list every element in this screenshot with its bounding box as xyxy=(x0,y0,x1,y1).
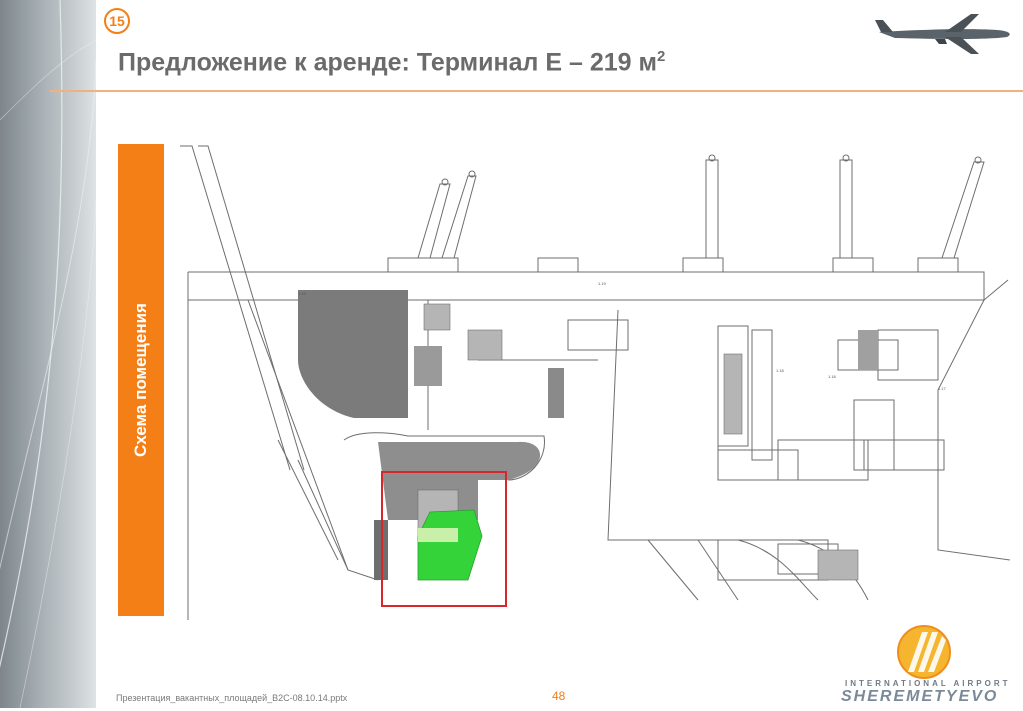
title-text: Предложение к аренде: Терминал Е – 219 м xyxy=(118,48,657,77)
title-superscript: 2 xyxy=(657,48,666,65)
svg-text:1.17: 1.17 xyxy=(938,386,947,391)
page-number: 48 xyxy=(552,689,566,703)
terminal-floor-plan: 1.19 1.19 1.18 1.18 1.17 xyxy=(178,140,1011,625)
section-label: Схема помещения xyxy=(131,303,150,457)
svg-text:1.19: 1.19 xyxy=(298,291,307,296)
svg-text:1.18: 1.18 xyxy=(776,368,785,373)
airplane-icon xyxy=(875,10,1015,63)
page-title: Предложение к аренде: Терминал Е – 219 м… xyxy=(118,48,665,77)
title-divider xyxy=(50,90,1023,92)
footer-filename: Презентация_вакантных_площадей_B2C-08.10… xyxy=(116,693,348,703)
slide-number-badge: 15 xyxy=(104,8,130,34)
section-label-bar: Схема помещения xyxy=(118,144,164,616)
svg-text:1.19: 1.19 xyxy=(598,281,607,286)
svg-text:1.18: 1.18 xyxy=(828,374,837,379)
logo-name: SHEREMETYEVO xyxy=(841,688,999,705)
sheremetyevo-logo-icon xyxy=(838,622,1020,706)
logo-subtitle: INTERNATIONAL AIRPORT xyxy=(845,679,1011,688)
decorative-side-band xyxy=(0,0,96,708)
